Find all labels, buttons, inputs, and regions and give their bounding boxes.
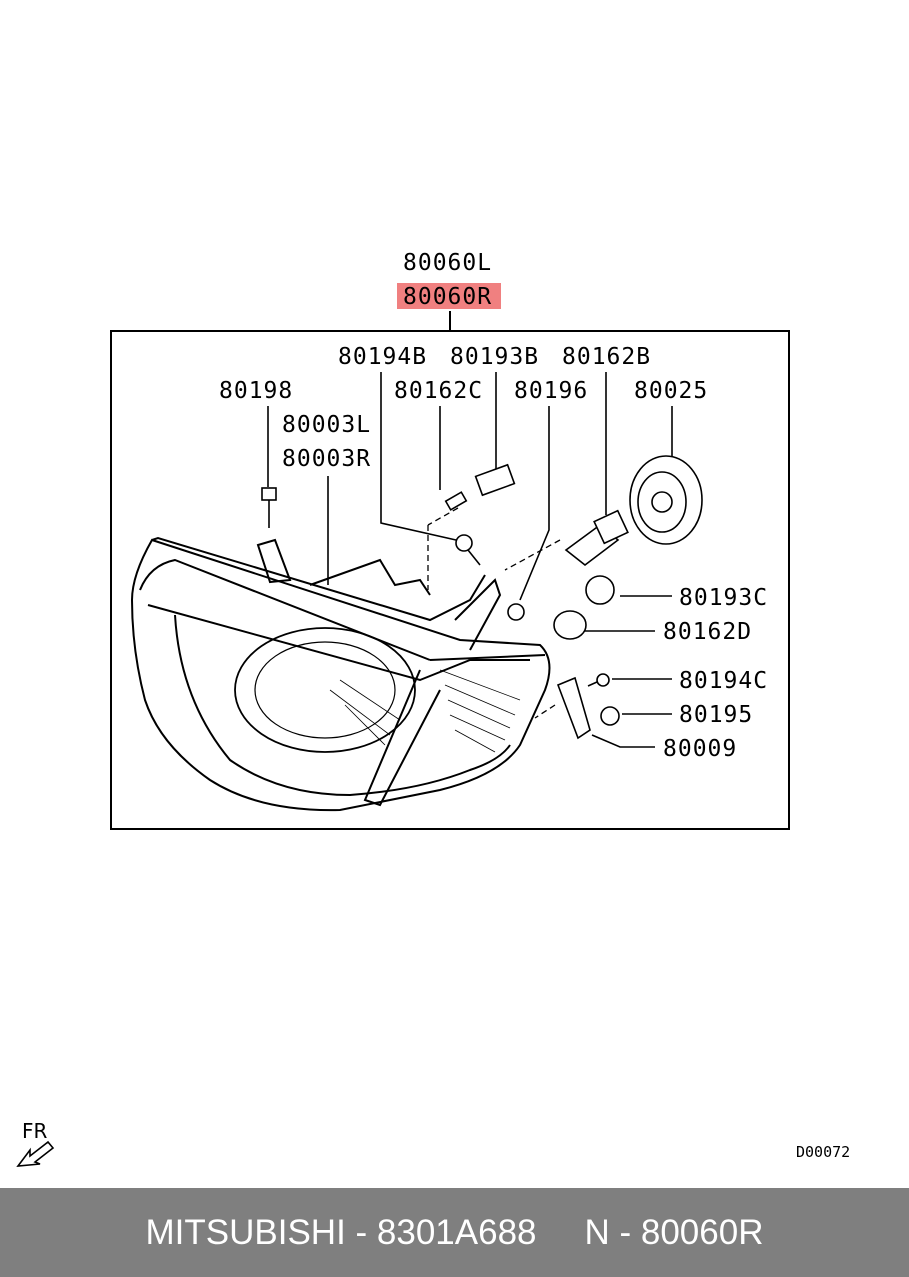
label-80025: 80025 [634,378,708,404]
label-80193C: 80193C [679,585,768,611]
assembly-frame [110,330,790,830]
label-80003R: 80003R [282,446,371,472]
socket-80193C [585,575,615,605]
small-parts-drawing [261,455,703,740]
nut-80196 [507,603,525,621]
fr-arrow-icon [16,1140,55,1167]
drawing-code: D00072 [796,1143,850,1161]
label-80195: 80195 [679,702,753,728]
part-info-footer: MITSUBISHI - 8301A688 N - 80060R [0,1188,909,1277]
bolt-80198 [261,487,277,501]
assembly-label-right: 80060R [403,284,492,310]
screw-80194B [455,534,473,552]
label-80162B: 80162B [562,344,651,370]
label-80198: 80198 [219,378,293,404]
bulb-80162C [444,491,468,511]
headlamp-housing-drawing [130,536,551,812]
label-80003L: 80003L [282,412,371,438]
direction-label: FR [22,1119,48,1143]
footer-reference-number: N - 80060R [584,1212,764,1252]
screw-80194C [596,673,610,687]
label-80194B: 80194B [338,344,427,370]
bulb-80162D [553,610,587,640]
assembly-label-highlight [397,283,501,309]
label-80162C: 80162C [394,378,483,404]
label-80194C: 80194C [679,668,768,694]
socket-80193B [474,463,516,497]
leader-lines [267,372,673,748]
label-80009: 80009 [663,736,737,762]
lens-texture [329,669,521,753]
label-80162D: 80162D [663,619,752,645]
bracket-80009 [556,676,591,740]
nut-80195 [600,706,620,726]
assembly-label-left: 80060L [403,250,492,276]
footer-brand-part-number: MITSUBISHI - 8301A688 [145,1212,537,1252]
label-80193B: 80193B [450,344,539,370]
dashed-guides [427,507,561,719]
parts-diagram: 80060L 80060R 80198 80003L 80003R 80194B… [16,250,850,1167]
label-80196: 80196 [514,378,588,404]
